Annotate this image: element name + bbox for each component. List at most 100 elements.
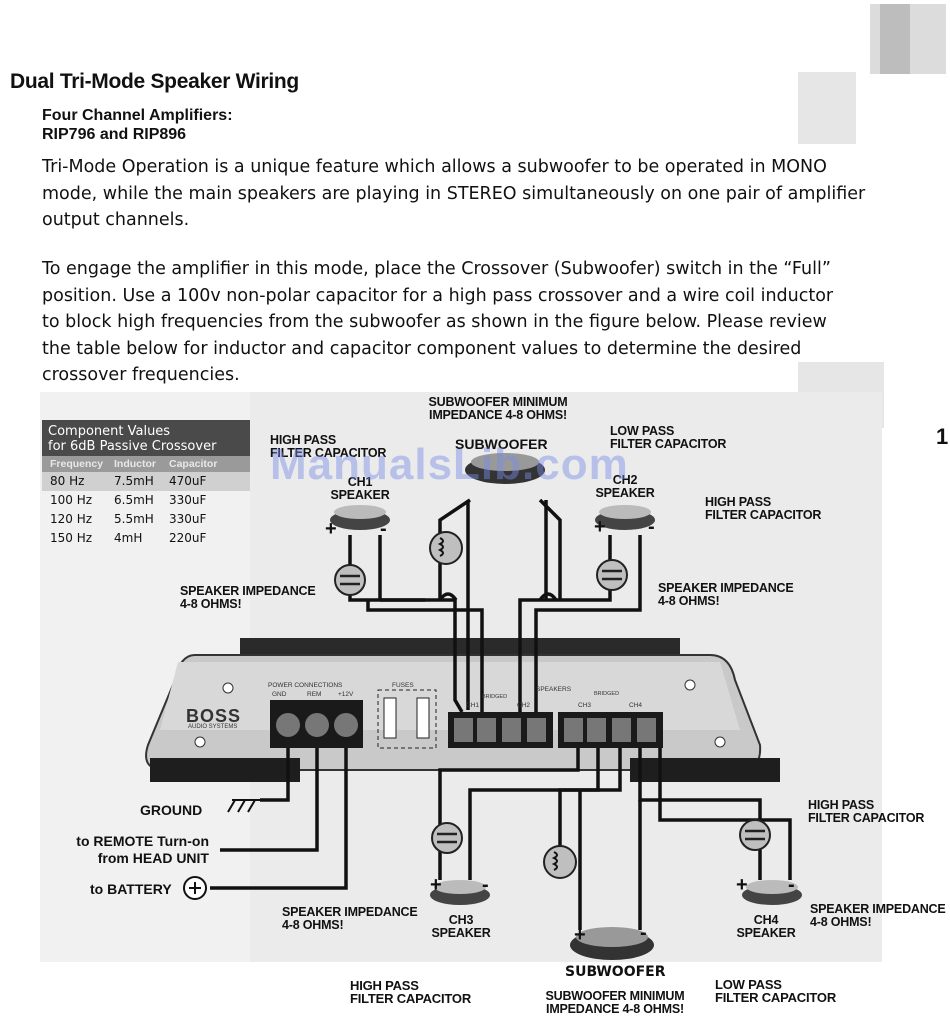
ch2-speaker-graphic — [595, 505, 655, 530]
ch3-minus-sign: - — [482, 874, 489, 896]
speakers-label: SPEAKERS — [536, 686, 572, 693]
label-line: SPEAKER — [595, 486, 655, 500]
paragraph-line: Tri-Mode Operation is a unique feature w… — [42, 157, 827, 177]
ch1-plus-sign: + — [325, 518, 337, 540]
ch1-speaker-graphic — [330, 505, 390, 530]
label-line: FILTER CAPACITOR — [705, 508, 822, 522]
paragraph-line: the table below for inductor and capacit… — [42, 338, 802, 359]
ch4-speaker-graphic — [742, 880, 802, 905]
high-pass-cap-top-left-label: HIGH PASS FILTER CAPACITOR — [270, 434, 386, 460]
label-line: HIGH PASS — [705, 495, 772, 509]
table-title-line: Component Values — [48, 424, 171, 439]
table-cell: 220uF — [169, 531, 207, 545]
ch1-minus-sign: - — [380, 518, 387, 540]
subheading-line-1: Four Channel Amplifiers: — [42, 107, 233, 124]
rem-terminal-label: REM — [307, 691, 322, 698]
label-line: IMPEDANCE 4-8 OHMS! — [546, 1002, 684, 1016]
ch3-plus-sign: + — [430, 874, 442, 896]
paragraph-line: mode, while the main speakers are playin… — [42, 183, 866, 204]
amplifier — [145, 638, 780, 782]
inductor-icons — [429, 531, 577, 879]
label-line: SPEAKER IMPEDANCE — [810, 902, 946, 916]
decorative-corner-block — [880, 4, 910, 74]
label-line: SPEAKER IMPEDANCE — [282, 905, 418, 919]
label-line: 4-8 OHMS! — [282, 918, 344, 932]
subwoofer-top-graphic — [465, 453, 545, 484]
page-number: 1 — [936, 424, 949, 449]
high-pass-cap-right-label: HIGH PASS FILTER CAPACITOR — [705, 496, 821, 522]
paragraph-line: To engage the amplifier in this mode, pl… — [42, 259, 831, 279]
subwoofer-bottom-graphic — [570, 927, 654, 960]
watermark: ManualsLib.com — [270, 440, 629, 489]
table-row: 100 Hz 6.5mH 330uF — [42, 491, 250, 510]
label-line: SPEAKER IMPEDANCE — [180, 584, 316, 598]
label-line: FILTER CAPACITOR — [350, 991, 472, 1006]
paragraph-line: output channels. — [42, 210, 190, 230]
ch4-plus-sign: + — [736, 874, 748, 896]
high-pass-cap-bottom-label: HIGH PASS FILTER CAPACITOR — [350, 979, 471, 1005]
label-line: HIGH PASS — [808, 798, 875, 812]
low-pass-cap-bottom-label: LOW PASS FILTER CAPACITOR — [715, 978, 836, 1004]
instructions-paragraph: To engage the amplifier in this mode, pl… — [42, 256, 872, 389]
table-cell: 470uF — [169, 474, 207, 488]
table-cell: 330uF — [169, 512, 207, 526]
table-cell: 150 Hz — [50, 531, 93, 545]
12v-terminal-label: +12V — [338, 691, 354, 698]
remote-turn-on-label: to REMOTE Turn-on from HEAD UNIT — [62, 833, 209, 867]
subwoofer-top-label: SUBWOOFER — [455, 436, 548, 452]
subwoofer-bottom-label: SUBWOOFER — [565, 964, 666, 980]
ch3-speaker-label: CH3 SPEAKER — [425, 914, 497, 940]
table-cell: 120 Hz — [50, 512, 93, 526]
table-cell: 5.5mH — [114, 512, 154, 526]
label-line: LOW PASS — [610, 424, 675, 438]
sub-min-impedance-bottom: SUBWOOFER MINIMUM IMPEDANCE 4-8 OHMS! — [535, 990, 695, 1016]
ground-symbol — [227, 799, 262, 813]
table-cell: 80 Hz — [50, 474, 85, 488]
label-line: FILTER CAPACITOR — [270, 446, 387, 460]
label-line: CH2 — [612, 473, 638, 487]
ch1-speaker-label: CH1 SPEAKER — [325, 476, 395, 502]
table-cell: 4mH — [114, 531, 143, 545]
label-line: SPEAKER — [431, 926, 491, 940]
sub-plus-sign: + — [574, 924, 586, 946]
label-line: CH4 — [753, 913, 779, 927]
table-row: 150 Hz 4mH 220uF — [42, 529, 250, 548]
sub-minus-sign: - — [640, 922, 647, 944]
speaker-impedance-right-label: SPEAKER IMPEDANCE 4-8 OHMS! — [658, 582, 794, 608]
label-line: FILTER CAPACITOR — [715, 990, 837, 1005]
table-cell: 7.5mH — [114, 474, 154, 488]
label-line: SUBWOOFER MINIMUM — [545, 989, 685, 1003]
power-connections-label: POWER CONNECTIONS — [268, 682, 343, 689]
ch3-terminal-label: CH3 — [578, 702, 592, 709]
ch4-minus-sign: - — [788, 874, 795, 896]
component-values-table: Component Values for 6dB Passive Crossov… — [42, 420, 250, 560]
ch4-terminal-label: CH4 — [629, 702, 643, 709]
label-line: SPEAKER — [736, 926, 796, 940]
table-row: 120 Hz 5.5mH 330uF — [42, 510, 250, 529]
gnd-terminal-label: GND — [272, 691, 287, 698]
low-pass-cap-top-label: LOW PASS FILTER CAPACITOR — [610, 425, 726, 451]
label-line: to REMOTE Turn-on — [76, 833, 209, 849]
label-line: 4-8 OHMS! — [180, 597, 242, 611]
table-title-line: for 6dB Passive Crossover — [48, 439, 217, 454]
ch2-speaker-label: CH2 SPEAKER — [590, 474, 660, 500]
capacitor-icons — [334, 559, 771, 854]
label-line: 4-8 OHMS! — [810, 915, 872, 929]
table-cell: 6.5mH — [114, 493, 154, 507]
label-line: IMPEDANCE 4-8 OHMS! — [429, 408, 567, 422]
sub-min-impedance-top: SUBWOOFER MINIMUM IMPEDANCE 4-8 OHMS! — [418, 396, 578, 422]
column-header: Capacitor — [169, 458, 218, 470]
table-cell: 330uF — [169, 493, 207, 507]
speaker-impedance-lower-right-label: SPEAKER IMPEDANCE 4-8 OHMS! — [810, 903, 946, 929]
ground-label: GROUND — [140, 802, 203, 818]
label-line: from HEAD UNIT — [97, 850, 209, 866]
decorative-corner-block — [798, 72, 856, 144]
ch3-speaker-graphic — [430, 880, 490, 905]
bridged-label-left: BRIDGED — [482, 694, 508, 700]
ch1-terminal-label: CH1 — [466, 702, 480, 709]
label-line: 4-8 OHMS! — [658, 594, 720, 608]
label-line: HIGH PASS — [350, 978, 419, 993]
ch2-plus-sign: + — [594, 516, 606, 538]
ch2-minus-sign: - — [648, 516, 655, 538]
label-line: SPEAKER IMPEDANCE — [658, 581, 794, 595]
